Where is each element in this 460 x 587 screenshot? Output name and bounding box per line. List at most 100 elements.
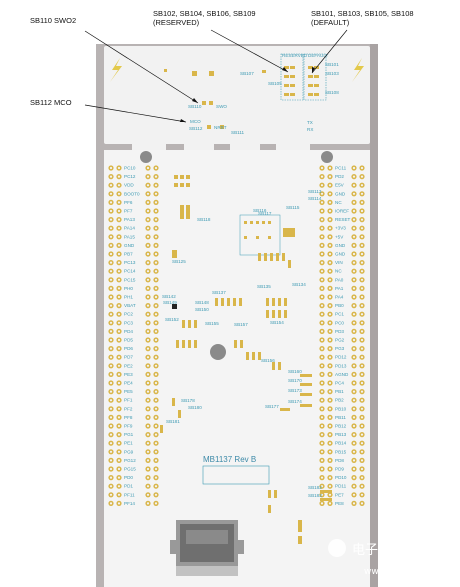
pin-label: PD8 (335, 458, 344, 463)
pin-label: PG9 (124, 449, 134, 454)
solder-bridge-label: SB148 (195, 300, 209, 305)
solder-bridge-label: SB181 (166, 419, 180, 424)
solder-bridge-label: SB157 (234, 322, 248, 327)
tx-label: TX (307, 120, 313, 125)
pin-label: +3V3 (335, 226, 346, 231)
revision-box: MB1137 Rev B (202, 455, 270, 485)
pin-label: PF1 (124, 398, 133, 403)
pin-label: PE1 (124, 441, 133, 446)
pin-label: PC14 (124, 269, 136, 274)
pin-label: PB13 (335, 432, 347, 437)
pin-label: PB11 (335, 415, 346, 420)
sb110-label: SB110 (188, 104, 202, 109)
pin-label: PA4 (335, 295, 344, 300)
swo-mco-labels: SB110 SWO MCO SB112 NRST SB111 TX RX (188, 104, 313, 135)
pin-label: PE7 (335, 492, 344, 497)
solder-bridge-label: SB149 (163, 300, 177, 305)
pin-label: GND (335, 243, 346, 248)
pin-label: PB7 (124, 252, 133, 257)
pin-label: PC4 (335, 381, 344, 386)
solder-bridge-label: SB150 (195, 307, 209, 312)
pin-label: PD7 (124, 355, 133, 360)
jumper-label-2: SB103 (325, 71, 339, 76)
right-inner-pin-header (319, 165, 333, 506)
mounting-holes (140, 151, 333, 360)
pin-label: PD6 (124, 346, 133, 351)
right-pin-labels: PC11PD2E5VGNDNCIOREFRESET+3V3+5VGNDGNDVI… (335, 166, 351, 506)
solder-bridge-label: SB156 (261, 358, 275, 363)
solder-bridge-label: SB182 (308, 485, 322, 490)
usb-connector (170, 520, 244, 576)
pin-label: PC13 (124, 260, 136, 265)
pin-label: PH1 (124, 295, 133, 300)
pin-label: PF7 (124, 209, 133, 214)
solder-bridge-label: SB113 (308, 189, 322, 194)
pin-label: PA14 (124, 226, 135, 231)
pin-label: PB12 (335, 424, 347, 429)
pin-label: NC (335, 269, 342, 274)
pin-label: PC1 (335, 312, 344, 317)
sb112-label: SB112 (189, 126, 203, 131)
pin-label: GND (124, 243, 135, 248)
solder-bridge-label: SB117 (258, 211, 272, 216)
watermark-title: 电子发烧友 (352, 542, 417, 558)
rx-label: RX (307, 127, 313, 132)
pin-label: PB15 (335, 449, 347, 454)
pin-label: PF2 (124, 406, 133, 411)
pin-label: PB10 (335, 406, 347, 411)
pin-label: PA15 (124, 234, 135, 239)
pin-label: PH0 (124, 286, 133, 291)
pin-label: PD1 (124, 484, 133, 489)
pin-label: PC10 (124, 166, 136, 171)
left-pin-labels: PC10PC12VDDBOOT0PF6PF7PA13PA14PA15GNDPB7… (124, 166, 140, 506)
pin-label: GND (335, 252, 346, 257)
left-outer-pin-header (108, 165, 122, 506)
pin-label: PE3 (124, 372, 133, 377)
swo-label: SWO (216, 104, 227, 109)
pin-label: PD2 (335, 174, 344, 179)
pin-label: PC11 (335, 166, 347, 171)
pin-label: PF9 (124, 424, 133, 429)
pin-label: PF8 (124, 415, 133, 420)
jumper-label-3: SB105 (268, 81, 282, 86)
solder-bridge-label: SB183 (308, 493, 322, 498)
solder-bridge-label: SB115 (286, 205, 300, 210)
pin-label: PF14 (124, 501, 135, 506)
solder-bridge-label: SB170 (288, 378, 302, 383)
mco-label: MCO (190, 119, 201, 124)
solder-bridge-label: SB134 (292, 282, 306, 287)
board-revision: MB1137 Rev B (203, 455, 256, 464)
pin-label: PG2 (335, 338, 345, 343)
jumper-label-1: SB101 (325, 62, 339, 67)
jumper-label-4: SB107 (240, 71, 254, 76)
cut-marks (110, 58, 364, 82)
solder-bridge-label: SB180 (188, 405, 202, 410)
callout-default: SB101, SB103, SB105, SB108 (DEFAULT) (311, 9, 414, 27)
pin-label: RESET (335, 217, 351, 222)
pin-label: PD10 (335, 475, 347, 480)
solder-bridge-label: SB152 (165, 317, 179, 322)
top-left-pads (164, 69, 224, 129)
pin-label: PG12 (124, 458, 136, 463)
callout-reserved: SB102, SB104, SB106, SB109 (RESERVED) (153, 9, 256, 27)
pin-label: PC2 (124, 312, 133, 317)
pin-label: E5V (335, 183, 345, 188)
solder-bridge-labels: SB113SB114SB115SB116SB117SB118SB125SB134… (162, 189, 322, 498)
nrst-label: NRST (214, 125, 227, 130)
solder-bridge-label: SB118 (197, 217, 211, 222)
left-inner-pin-header (145, 165, 159, 506)
callout-sb112-mco: SB112 MCO (30, 98, 72, 107)
central-components (160, 175, 332, 544)
solder-bridge-label: SB177 (265, 404, 279, 409)
pin-label: PG3 (335, 346, 345, 351)
solder-bridge-label: SB137 (212, 290, 226, 295)
pin-label: PE8 (335, 501, 344, 506)
pin-label: PB0 (335, 303, 344, 308)
solder-bridge-label: SB125 (172, 259, 186, 264)
watermark: 电子发烧友 www.elecfans.com (328, 539, 448, 577)
pin-label: PD13 (335, 363, 347, 368)
jumper-block: RESERVED DEFAULT SB101 SB103 SB105 SB107… (240, 53, 339, 101)
solder-bridge-label: SB173 (288, 388, 302, 393)
pin-label: PA13 (124, 217, 135, 222)
pin-label: BOOT0 (124, 191, 140, 196)
